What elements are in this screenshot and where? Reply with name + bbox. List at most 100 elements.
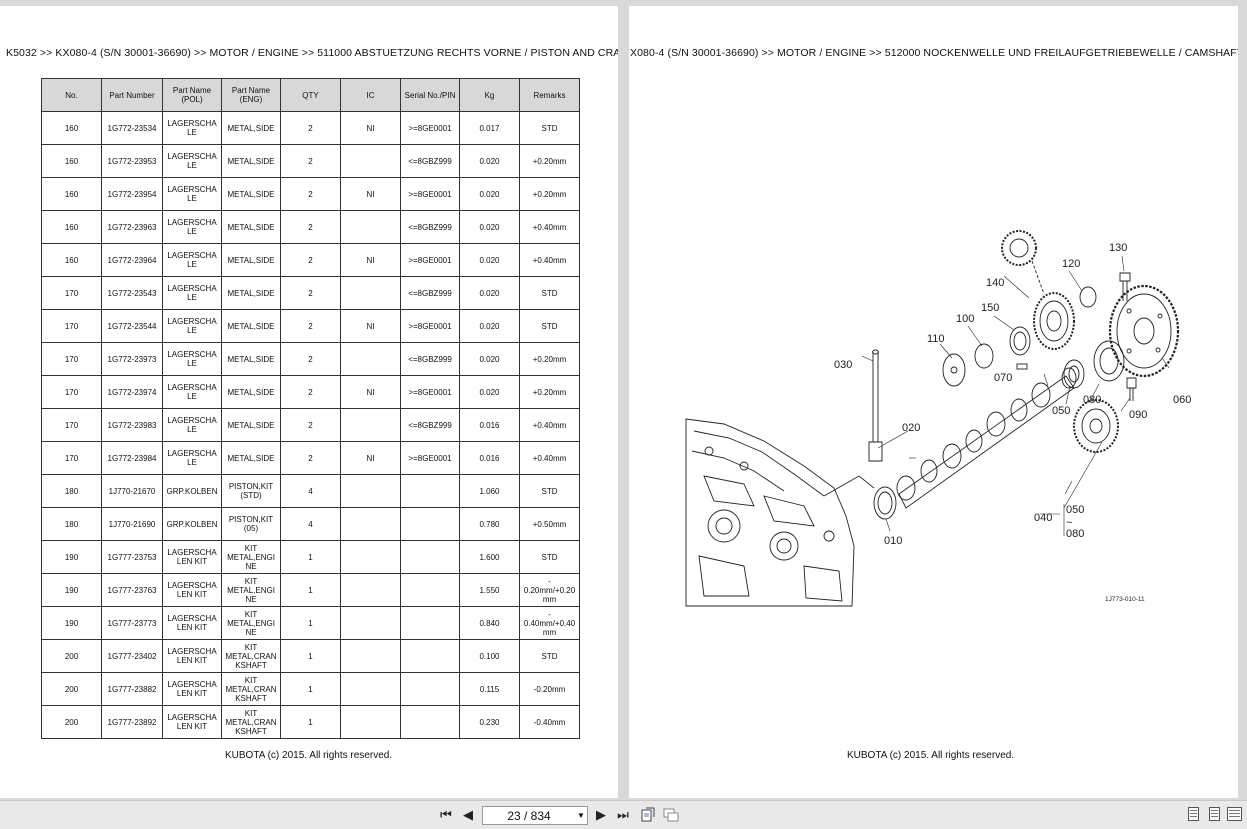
table-cell: 0.020 (459, 210, 520, 244)
table-cell: 1 (280, 606, 341, 640)
table-cell: STD (519, 309, 580, 343)
table-cell (340, 639, 401, 673)
last-page-button[interactable]: ⏭ (614, 805, 632, 825)
two-page-view-icon[interactable] (1227, 807, 1242, 821)
table-cell: 200 (41, 705, 102, 739)
single-page-view-icon[interactable] (1188, 807, 1199, 821)
column-header: Remarks (519, 78, 580, 112)
previous-page-button[interactable]: ◀ (460, 805, 476, 825)
key-drawing (1016, 363, 1028, 370)
table-cell: 170 (41, 375, 102, 409)
breadcrumb: K5032 >> KX080-4 (S/N 30001-36690) >> MO… (6, 47, 618, 59)
table-cell: 0.017 (459, 111, 520, 145)
table-cell: STD (519, 540, 580, 574)
table-cell: -0.40mm (519, 705, 580, 739)
top-gear-drawing (1001, 230, 1037, 266)
table-cell: +0.50mm (519, 507, 580, 541)
next-page-button[interactable]: ▶ (593, 805, 609, 825)
table-cell (340, 408, 401, 442)
table-cell: 1 (280, 705, 341, 739)
table-cell: PISTON,KIT(STD) (221, 474, 281, 508)
engine-block-drawing (685, 418, 875, 607)
table-cell (340, 540, 401, 574)
table-cell: 2 (280, 144, 341, 178)
callout-090: 090 (1129, 409, 1147, 421)
table-cell: <=8GBZ999 (400, 144, 460, 178)
table-cell: METAL,SIDE (221, 210, 281, 244)
right-page: X080-4 (S/N 30001-36690) >> MOTOR / ENGI… (629, 6, 1238, 798)
table-cell: 180 (41, 507, 102, 541)
table-cell: 0.020 (459, 177, 520, 211)
table-cell (400, 672, 460, 706)
table-cell: <=8GBZ999 (400, 210, 460, 244)
table-cell: +0.40mm (519, 408, 580, 442)
table-cell: 0.020 (459, 144, 520, 178)
table-cell (400, 573, 460, 607)
column-header: Kg (459, 78, 520, 112)
leader-lines (861, 255, 1170, 536)
table-cell: 2 (280, 177, 341, 211)
table-cell (340, 144, 401, 178)
table-cell: 170 (41, 342, 102, 376)
table-cell: 170 (41, 408, 102, 442)
callout-010: 010 (884, 535, 902, 547)
table-cell: 160 (41, 243, 102, 277)
table-cell: METAL,SIDE (221, 243, 281, 277)
table-cell: 1G777-23892 (101, 705, 163, 739)
table-cell: 190 (41, 606, 102, 640)
first-page-button[interactable]: ⏮ (437, 805, 455, 825)
column-header: Part Name(ENG) (221, 78, 281, 112)
table-cell: 2 (280, 309, 341, 343)
table-cell: NI (340, 111, 401, 145)
table-cell: 2 (280, 111, 341, 145)
table-cell: 1.600 (459, 540, 520, 574)
page-number-dropdown[interactable]: 23 / 834 ▼ (482, 806, 588, 825)
table-cell: +0.40mm (519, 210, 580, 244)
table-cell: STD (519, 111, 580, 145)
table-cell: 160 (41, 144, 102, 178)
table-cell: 160 (41, 111, 102, 145)
table-cell: 1 (280, 672, 341, 706)
next-page-icon: ▶ (596, 807, 606, 822)
lower-gear-drawing (1073, 399, 1119, 453)
table-cell: <=8GBZ999 (400, 408, 460, 442)
table-cell: 1 (280, 540, 341, 574)
first-page-icon: ⏮ (440, 807, 452, 822)
table-cell: +0.40mm (519, 243, 580, 277)
table-cell: 0.020 (459, 375, 520, 409)
callout-080: 080 (1083, 394, 1101, 406)
column-header: Part Number (101, 78, 163, 112)
table-cell (400, 639, 460, 673)
table-cell: 1G777-23882 (101, 672, 163, 706)
table-cell (400, 606, 460, 640)
table-cell: 1G772-23964 (101, 243, 163, 277)
table-cell: 0.016 (459, 408, 520, 442)
column-header: Part Name(POL) (162, 78, 222, 112)
fit-page-button[interactable] (639, 805, 657, 825)
callout-080-range: 080 (1066, 528, 1084, 540)
callout-110: 110 (927, 333, 945, 345)
table-cell (340, 606, 401, 640)
table-cell: >=8GE0001 (400, 375, 460, 409)
table-cell: 200 (41, 639, 102, 673)
fit-width-button[interactable] (662, 805, 680, 825)
continuous-view-icon[interactable] (1209, 807, 1220, 821)
table-cell: 0.840 (459, 606, 520, 640)
